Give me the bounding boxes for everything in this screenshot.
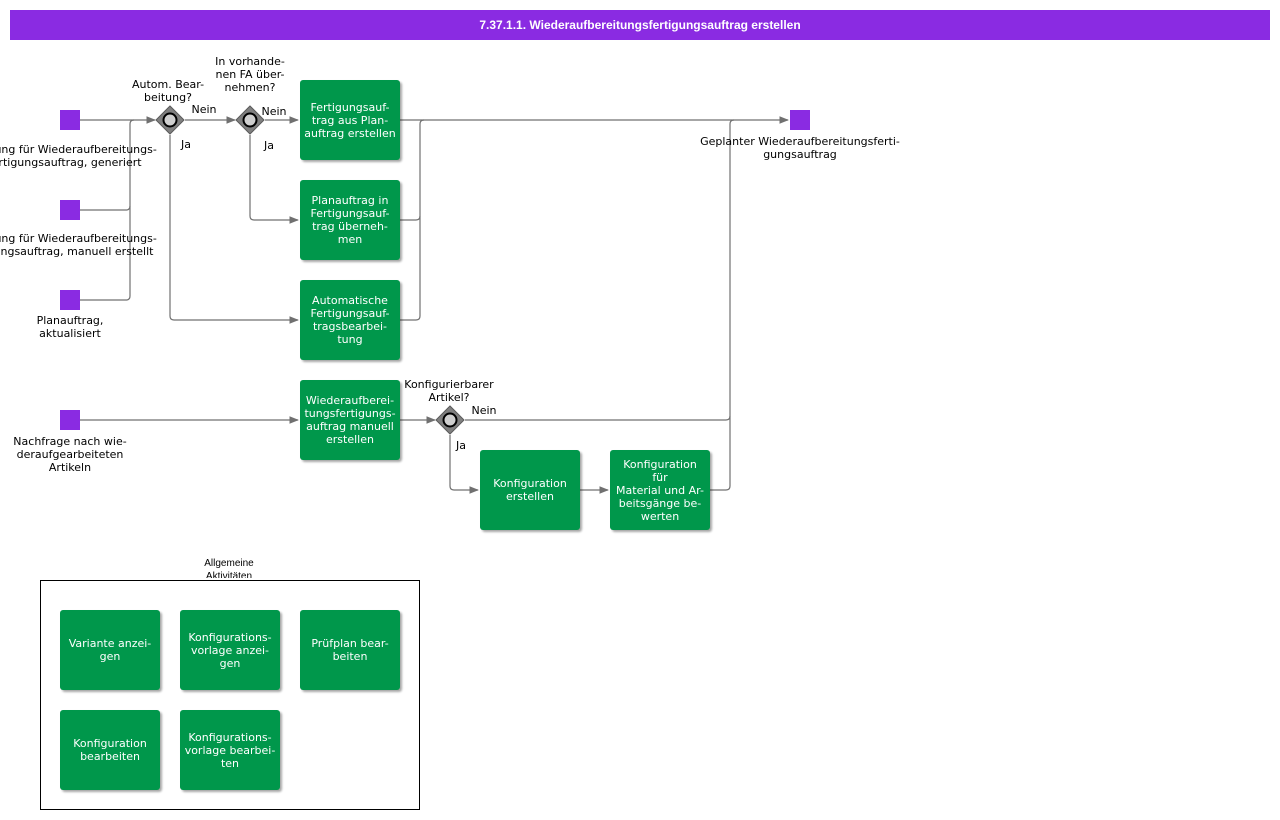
flow-start-plan-to-gw1: [80, 206, 131, 301]
task-take-into-order[interactable]: Planauftrag in Fertigungsauf- trag übern…: [300, 180, 400, 260]
start-event-manual-label: erung für Wiederaufbereitungs- gungsauft…: [0, 232, 157, 258]
flow-gw3-yes: [449, 435, 479, 494]
gateway-auto-processing-label: Autom. Bear- beitung?: [131, 78, 205, 104]
flow-gw2-yes: [249, 135, 299, 224]
task-create-manual[interactable]: Wiederaufberei- tungsfertigungs- auftrag…: [300, 380, 400, 460]
end-event-planned-order-label: Geplanter Wiederaufbereitungsferti- gung…: [700, 135, 900, 161]
gateway-configurable-yes-label: Ja: [456, 439, 466, 452]
general-activities-title: Allgemeine Aktivitäten: [204, 558, 254, 578]
end-event-planned-order[interactable]: [790, 110, 810, 130]
task-edit-test-plan[interactable]: Prüfplan bear- beiten: [300, 610, 400, 690]
flow-take-merge: [400, 119, 425, 221]
task-evaluate-configuration[interactable]: Konfiguration für Material und Ar- beits…: [610, 450, 710, 530]
gateway-take-existing-yes-label: Ja: [264, 139, 274, 152]
task-edit-configuration[interactable]: Konfiguration bearbeiten: [60, 710, 160, 790]
start-event-plan-updated-label: Planauftrag, aktualisiert: [36, 314, 104, 340]
task-create-from-plan[interactable]: Fertigungsauf- trag aus Plan- auftrag er…: [300, 80, 400, 160]
start-event-manual[interactable]: [60, 200, 80, 220]
start-event-generated[interactable]: [60, 110, 80, 130]
gateway-configurable-no-label: Nein: [471, 404, 497, 417]
gateway-take-existing[interactable]: [235, 105, 265, 135]
task-show-variant[interactable]: Variante anzei- gen: [60, 610, 160, 690]
task-automatic-processing[interactable]: Automatische Fertigungsauf- tragsbearbei…: [300, 280, 400, 360]
diagram-title: 7.37.1.1. Wiederaufbereitungsfertigungsa…: [10, 10, 1270, 40]
start-event-demand-label: Nachfrage nach wie- deraufgearbeiteten A…: [13, 435, 127, 474]
general-activities-group: [40, 580, 420, 810]
start-event-demand[interactable]: [60, 410, 80, 430]
gateway-configurable[interactable]: [435, 405, 465, 435]
flow-gw3-no: [465, 119, 735, 421]
task-create-configuration[interactable]: Konfiguration erstellen: [480, 450, 580, 530]
gateway-auto-processing-no-label: Nein: [191, 103, 217, 116]
gateway-take-existing-label: In vorhande- nen FA über- nehmen?: [215, 55, 285, 94]
flow-auto-merge: [400, 216, 421, 321]
start-event-generated-label: erung für Wiederaufbereitungs- rtigungsa…: [0, 143, 157, 169]
flow-gw1-yes: [169, 135, 299, 324]
gateway-configurable-label: Konfigurierbarer Artikel?: [404, 378, 494, 404]
task-show-config-template[interactable]: Konfigurations- vorlage anzei- gen: [180, 610, 280, 690]
flow-evaluate-merge: [710, 416, 731, 491]
start-event-plan-updated[interactable]: [60, 290, 80, 310]
task-edit-config-template[interactable]: Konfigurations- vorlage bearbei- ten: [180, 710, 280, 790]
gateway-auto-processing-yes-label: Ja: [181, 138, 191, 151]
gateway-auto-processing[interactable]: [155, 105, 185, 135]
gateway-take-existing-no-label: Nein: [261, 105, 287, 118]
